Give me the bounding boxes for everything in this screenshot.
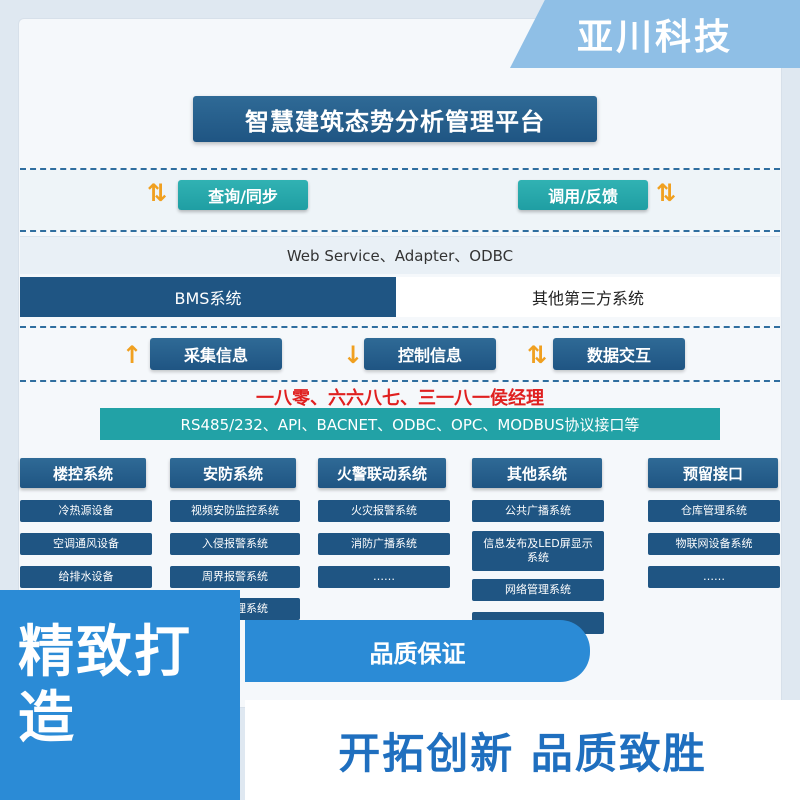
category-item: 消防广播系统 (318, 533, 450, 555)
category-item: 信息发布及LED屏显示系统 (472, 531, 604, 571)
category-other: 其他系统 (472, 458, 602, 488)
category-building-control: 楼控系统 (20, 458, 146, 488)
category-item: 给排水设备 (20, 566, 152, 588)
bms-system: BMS系统 (20, 277, 396, 317)
down-arrow-icon: ↓ (342, 341, 364, 369)
dashed-divider (20, 168, 780, 170)
promo-left-panel: 精致打造 (0, 590, 240, 800)
platform-title: 智慧建筑态势分析管理平台 (193, 96, 597, 142)
category-item: 火灾报警系统 (318, 500, 450, 522)
category-item: 网络管理系统 (472, 579, 604, 601)
category-item: 入侵报警系统 (170, 533, 300, 555)
category-item: …… (318, 566, 450, 588)
category-item: 物联网设备系统 (648, 533, 780, 555)
invoke-feedback-button: 调用/反馈 (518, 180, 648, 210)
category-item: 冷热源设备 (20, 500, 152, 522)
up-arrow-icon: ↑ (121, 341, 143, 369)
query-sync-button: 查询/同步 (178, 180, 308, 210)
dashed-divider (20, 230, 780, 232)
control-info-button: 控制信息 (364, 338, 496, 370)
category-item: 仓库管理系统 (648, 500, 780, 522)
brand-header: 亚川科技 (510, 0, 800, 68)
dashed-divider (20, 326, 780, 328)
category-item: 周界报警系统 (170, 566, 300, 588)
category-fire-alarm: 火警联动系统 (318, 458, 446, 488)
category-item: 视频安防监控系统 (170, 500, 300, 522)
dashed-divider (20, 380, 780, 382)
slogan: 开拓创新 品质致胜 (245, 700, 800, 800)
data-exchange-button: 数据交互 (553, 338, 685, 370)
contact-text: 一八零、六六八七、三一八一侯经理 (256, 388, 544, 409)
promo-big-text: 精致打造 (18, 620, 192, 751)
query-band (20, 170, 780, 230)
services-row: Web Service、Adapter、ODBC (20, 236, 780, 274)
collect-info-button: 采集信息 (150, 338, 282, 370)
third-party-system: 其他第三方系统 (396, 277, 780, 317)
category-item: …… (648, 566, 780, 588)
protocol-bar: RS485/232、API、BACNET、ODBC、OPC、MODBUS协议接口… (100, 408, 720, 440)
up-down-arrow-icon: ⇅ (526, 341, 548, 369)
up-down-arrow-icon: ⇅ (146, 179, 168, 207)
category-item: 公共广播系统 (472, 500, 604, 522)
category-item: 空调通风设备 (20, 533, 152, 555)
quality-banner: 品质保证 (245, 620, 590, 682)
category-reserved: 预留接口 (648, 458, 778, 488)
up-down-arrow-icon: ⇅ (655, 179, 677, 207)
category-security: 安防系统 (170, 458, 296, 488)
